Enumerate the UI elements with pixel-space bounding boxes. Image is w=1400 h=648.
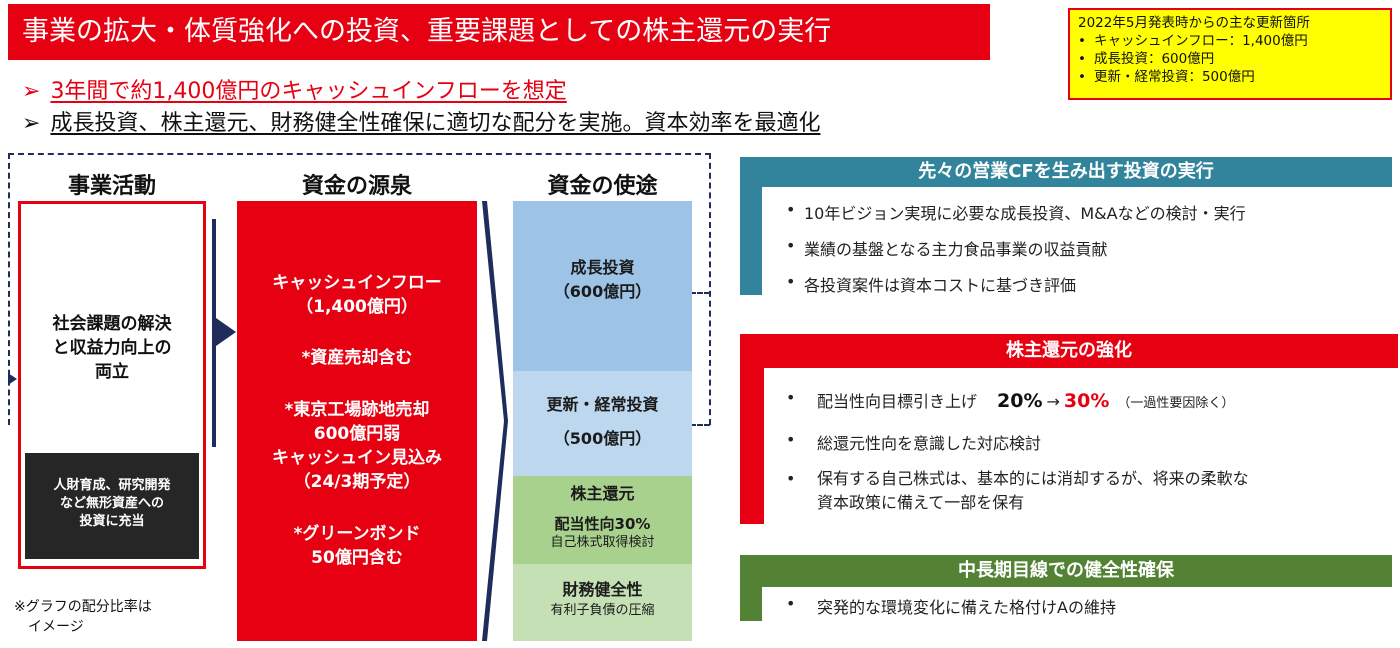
note-line: イメージ <box>14 619 84 635</box>
use-renewal-investment: 更新・経常投資 （500億円） <box>513 371 692 476</box>
cash-inflow-line: キャッシュインフロー <box>272 273 442 293</box>
arrow-bullet-icon: ➢ <box>22 79 41 104</box>
arrow-right-icon: → <box>1046 392 1060 411</box>
panel-invest-item-text: 業績の基盤となる主力食品事業の収益貢献 <box>804 240 1108 259</box>
allocation-chevron-icon <box>482 201 508 641</box>
shareholder-title: 株主還元 <box>570 484 635 503</box>
headline-text: 成長投資、株主還元、財務健全性確保に適切な配分を実施。資本効率を最適化 <box>50 111 821 136</box>
green-bond-line: 50億円含む <box>311 548 403 568</box>
use-shareholder-return: 株主還元 配当性向30% 自己株式取得検討 <box>513 476 692 564</box>
factory-sale-line: キャッシュイン見込み <box>272 448 442 468</box>
note-line: ※グラフの配分比率は <box>14 599 152 615</box>
headline-bullet-cashflow: ➢ 3年間で約1,400億円のキャッシュインフローを想定 <box>22 73 567 105</box>
intangible-line: 人財育成、研究開発 <box>53 478 171 493</box>
use-financial-health: 財務健全性 有利子負債の圧縮 <box>513 564 692 641</box>
payout-from: 20% <box>997 390 1043 412</box>
loop-connector-renewal <box>690 424 710 426</box>
column-header-business: 事業活動 <box>67 174 156 199</box>
factory-sale-line: *東京工場跡地売却 <box>284 400 430 420</box>
panel-return-item-line: 資本政策に備えて一部を保有 <box>817 493 1025 512</box>
growth-amount: （600億円） <box>553 282 652 301</box>
loop-connector-growth <box>690 292 710 294</box>
payout-note: （一過性要因除く） <box>1117 396 1235 411</box>
renewal-title: 更新・経常投資 <box>546 395 659 414</box>
buyback-note: 自己株式取得検討 <box>550 535 655 550</box>
factory-sale-line: （24/3期予定） <box>293 472 421 492</box>
growth-title: 成長投資 <box>570 258 635 277</box>
intangible-investment-box: 人財育成、研究開発 など無形資産への 投資に充当 <box>25 453 199 559</box>
business-line: 両立 <box>95 362 129 382</box>
panel-invest-title: 先々の営業CFを生み出す投資の実行 <box>740 157 1392 187</box>
factory-sale-line: 600億円弱 <box>313 424 401 444</box>
panel-health-accent <box>740 587 762 621</box>
green-bond-text: *グリーンボンド 50億円含む <box>237 522 477 570</box>
headline-text: 3年間で約1,400億円のキャッシュインフローを想定 <box>50 79 567 104</box>
update-note-item: 更新・経常投資：500億円 <box>1078 68 1382 86</box>
arrow-bullet-icon: ➢ <box>22 111 41 136</box>
panel-invest-item-text: 各投資案件は資本コストに基づき評価 <box>804 276 1077 295</box>
business-line: 社会課題の解決 <box>52 314 172 334</box>
column-header-uses: 資金の使途 <box>547 174 658 199</box>
page-title: 事業の拡大・体質強化への投資、重要課題としての株主還元の実行 <box>8 4 990 60</box>
payout-ratio: 配当性向30% <box>554 515 651 533</box>
green-bond-line: *グリーンボンド <box>293 524 421 544</box>
flow-arrow-icon <box>216 318 236 346</box>
flow-divider-line <box>212 219 216 447</box>
update-note-item: 成長投資：600億円 <box>1078 50 1382 68</box>
asset-sale-note: *資産売却含む <box>301 348 413 368</box>
business-line: と収益力向上の <box>52 338 172 358</box>
factory-sale-text: *東京工場跡地売却 600億円弱 キャッシュイン見込み （24/3期予定） <box>237 398 477 494</box>
update-notes-box: 2022年5月発表時からの主な更新箇所 キャッシュインフロー：1,400億円 成… <box>1068 8 1392 100</box>
panel-invest-item-text: 10年ビジョン実現に必要な成長投資、M&Aなどの検討・実行 <box>804 204 1246 223</box>
cash-inflow-text: キャッシュインフロー （1,400億円） <box>237 271 477 319</box>
intangible-line: など無形資産への <box>59 496 164 511</box>
payout-to: 30% <box>1063 390 1110 412</box>
graph-ratio-note: ※グラフの配分比率は イメージ <box>14 597 152 637</box>
renewal-amount: （500億円） <box>553 429 652 448</box>
panel-health-title: 中長期目線での健全性確保 <box>740 555 1392 587</box>
fund-sources-box: キャッシュインフロー （1,400億円） *資産売却含む *東京工場跡地売却 6… <box>237 201 477 641</box>
panel-return-item-line: 保有する自己株式は、基本的には消却するが、将来の柔軟な <box>817 469 1249 488</box>
reinvestment-loop-frame <box>8 153 711 425</box>
cash-inflow-line: （1,400億円） <box>296 297 418 317</box>
column-header-sources: 資金の源泉 <box>301 174 412 199</box>
loop-arrow-icon <box>8 373 17 385</box>
financial-sub: 有利子負債の圧縮 <box>550 603 655 618</box>
panel-health-item-text: 突発的な環境変化に備えた格付けAの維持 <box>817 598 1116 617</box>
panel-invest-accent <box>740 187 762 295</box>
financial-title: 財務健全性 <box>562 580 643 599</box>
business-activity-text: 社会課題の解決 と収益力向上の 両立 <box>24 312 200 384</box>
panel-return-title: 株主還元の強化 <box>740 334 1398 368</box>
payout-target-text: 配当性向目標引き上げ <box>817 392 978 411</box>
update-note-item: キャッシュインフロー：1,400億円 <box>1078 32 1382 50</box>
panel-return-item-text: 総還元性向を意識した対応検討 <box>817 434 1042 453</box>
headline-bullet-allocation: ➢ 成長投資、株主還元、財務健全性確保に適切な配分を実施。資本効率を最適化 <box>22 105 820 137</box>
panel-return-accent <box>740 368 764 524</box>
update-notes-heading: 2022年5月発表時からの主な更新箇所 <box>1078 15 1310 31</box>
use-growth-investment: 成長投資 （600億円） <box>513 201 692 371</box>
intangible-line: 投資に充当 <box>79 514 145 529</box>
